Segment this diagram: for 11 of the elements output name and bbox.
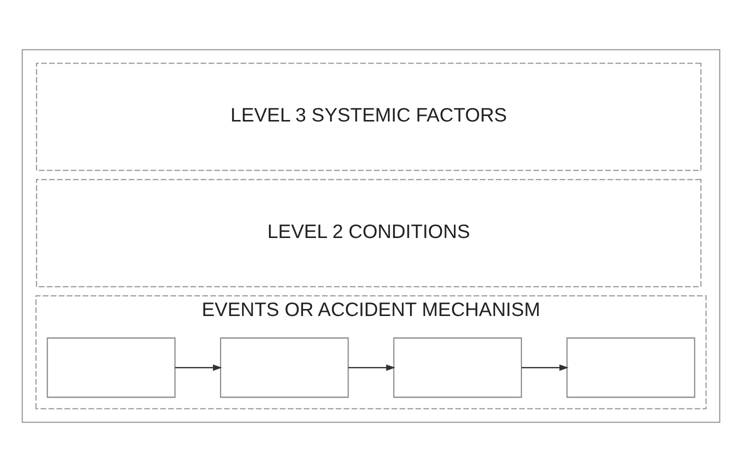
- arrow: [522, 364, 569, 370]
- cluster: [22, 48, 720, 422]
- arrow: [175, 364, 222, 370]
- cluster: EVENTS OR ACCIDENT MECHANISM: [35, 294, 707, 409]
- arrow: [348, 364, 396, 370]
- node-box: [220, 336, 349, 398]
- node-box: [393, 336, 522, 398]
- node-box: LEVEL 2 CONDITIONS: [36, 178, 702, 287]
- node-box: [46, 336, 176, 398]
- node-box: LEVEL 3 SYSTEMIC FACTORS: [36, 62, 702, 171]
- node-box: [566, 336, 696, 398]
